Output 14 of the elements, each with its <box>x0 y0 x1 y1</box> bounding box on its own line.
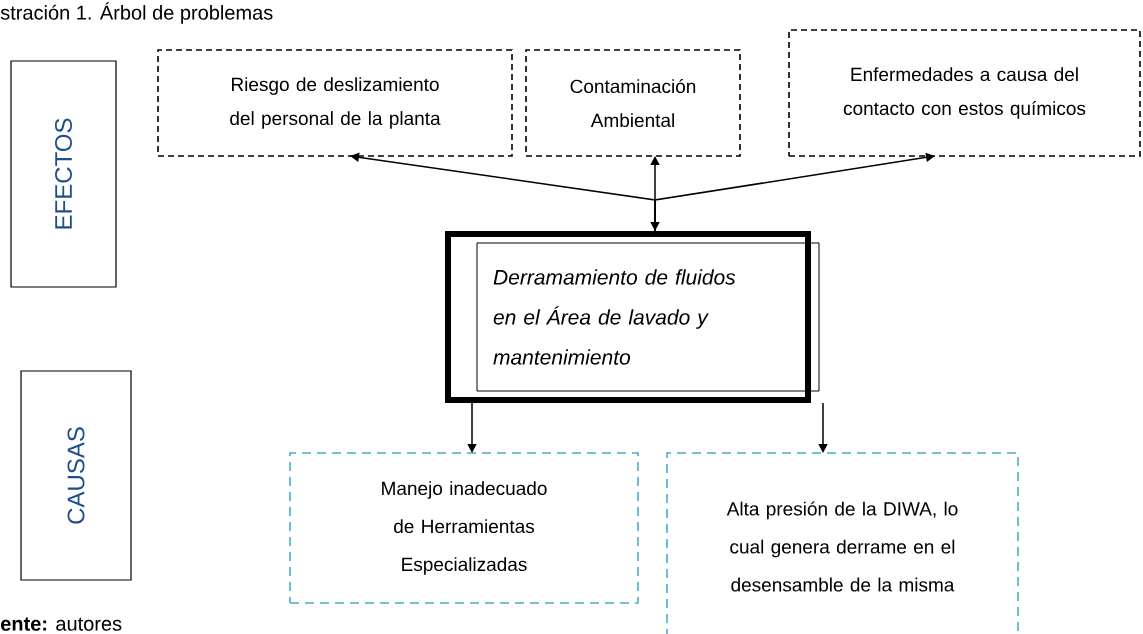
arrow <box>650 156 660 231</box>
problem-box: Derramamiento de fluidos en el Área de lavado y mantenimiento <box>445 231 820 403</box>
arrow <box>467 402 477 453</box>
cause-box: Alta presión de la DIWA, lo cual genera derrame en el desensamble de la misma <box>666 452 1019 634</box>
cause-box: Manejo inadecuado de Herramientas Especializadas <box>289 452 639 604</box>
caption: ente: autores <box>1 617 122 631</box>
arrow <box>654 152 935 232</box>
effect-box: Enfermedades a causa del contacto con estos químicos <box>788 29 1141 157</box>
section-label-box: EFECTOS <box>10 60 117 288</box>
effect-box: Contaminación Ambiental <box>525 49 741 157</box>
title: stración 1. Árbol de problemas <box>0 2 273 24</box>
effect-box: Riesgo de deslizamiento del personal de la planta <box>157 49 513 157</box>
section-label-box: CAUSAS <box>20 370 132 581</box>
arrow <box>818 402 828 453</box>
